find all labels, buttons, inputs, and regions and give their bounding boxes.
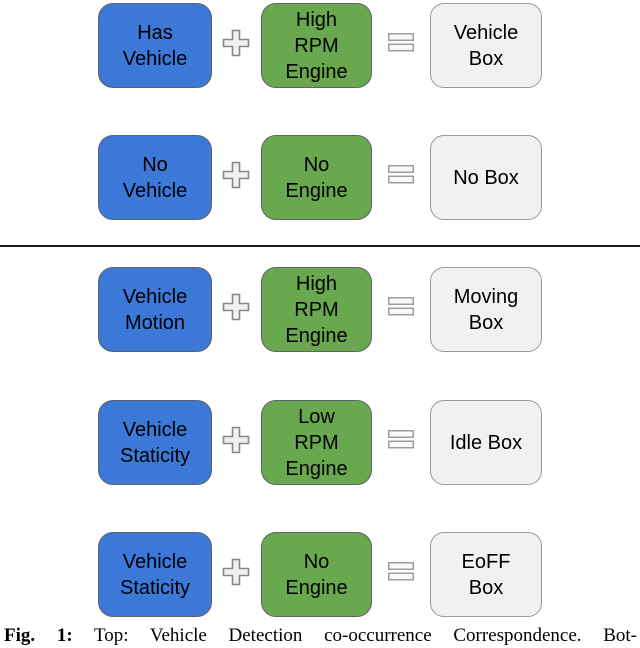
equals-icon [388,430,414,449]
box-label-line: Box [468,311,504,334]
equals-icon [388,33,414,52]
box-label-line: Vehicle [453,21,519,44]
box-label-line: Engine [285,457,348,480]
box-label-line: No [303,550,330,573]
box-label-line: Vehicle [122,285,188,308]
box-label-line: Motion [124,311,186,334]
box-label-line: Box [468,576,504,599]
box-label-line: RPM [294,431,339,454]
box-label-line: Idle Box [449,431,523,454]
box-label-line: EoFF [461,550,511,573]
box-label-line: No [142,153,168,176]
box-label-line: No [303,153,330,176]
box-label-line: Box [468,47,504,70]
box-label-line: Engine [285,60,348,83]
plus-icon [222,293,250,321]
equals-icon [388,562,414,581]
figure-caption: Fig. 1: Top: Vehicle Detection co-occurr… [4,624,637,648]
box-label-line: RPM [294,34,339,57]
box-label-line: Engine [285,179,348,202]
box-label-line: Staticity [119,444,191,467]
box-label-line: RPM [294,298,339,321]
plus-icon [222,426,250,454]
equals-icon [388,165,414,184]
box-label-line: Engine [285,576,348,599]
box-label-line: Has [137,21,173,44]
plus-icon [222,161,250,189]
box-label-line: Vehicle [122,179,188,202]
box-label-line: Vehicle [122,418,188,441]
result-box: No Box [430,135,542,220]
box-label-line: Staticity [119,576,191,599]
equals-icon [388,297,414,316]
box-label-line: No Box [453,166,519,189]
box-label-line: High [295,8,338,31]
caption-text: Top: Vehicle Detection co-occurrence Cor… [93,625,637,646]
plus-icon [222,29,250,57]
box-label-line: Low [298,405,335,428]
box-label-line: Vehicle [122,47,188,70]
box-label-line: Vehicle [122,550,188,573]
result-box: EoFF Box [430,532,542,617]
box-label-line: Engine [285,324,348,347]
plus-icon [222,558,250,586]
section-divider [0,245,640,247]
box-label-line: High [295,272,338,295]
box-label-line: Moving [453,285,519,308]
figure-label: Fig. 1: [4,625,73,646]
result-box: Idle Box [430,400,542,485]
